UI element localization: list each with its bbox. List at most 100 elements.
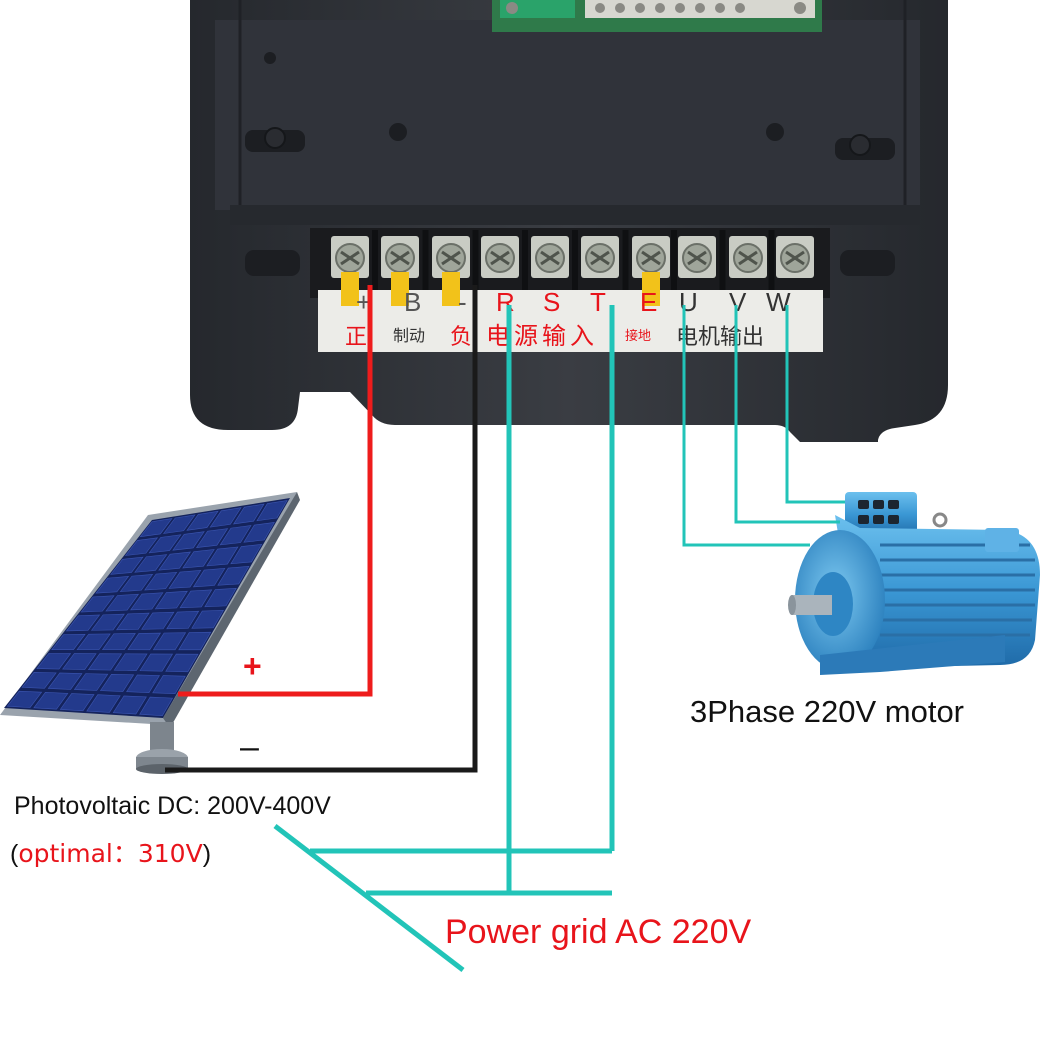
solar-cell (130, 592, 164, 611)
solar-cell (219, 525, 252, 546)
terminal-screws (331, 230, 814, 290)
solar-cell (166, 610, 200, 630)
solar-cell (126, 674, 160, 693)
pv-optimal-label: (optimal：310V) (10, 834, 211, 870)
solar-cell (101, 633, 136, 651)
positive-sign: + (243, 648, 262, 684)
solar-cell (152, 675, 186, 695)
solar-cell (186, 510, 219, 531)
solar-cell (47, 672, 83, 690)
solar-cell (51, 633, 86, 651)
paren-open: ( (10, 840, 19, 868)
terminal-letter-t: T (590, 287, 606, 317)
solar-cell (178, 631, 212, 651)
solar-cell (206, 546, 239, 567)
solar-cell (154, 590, 188, 610)
grid-label: Power grid AC 220V (445, 913, 752, 951)
terminal-letter-plus: + (356, 287, 371, 317)
label-negative-cn: 负 (450, 325, 472, 350)
solar-cell (105, 593, 140, 612)
solar-cell (110, 556, 144, 575)
label-power-input-cn: 电源输入 (486, 322, 598, 350)
solar-cell (62, 653, 97, 670)
solar-cell (36, 653, 72, 670)
solar-cell (217, 565, 250, 586)
yellow-warning-tag (642, 272, 660, 306)
solar-cell (182, 549, 215, 569)
motor-image (788, 492, 1040, 675)
solar-cell (191, 609, 224, 629)
terminal-letters: + B - R S T E U V W (356, 287, 791, 317)
negative-wire (165, 285, 478, 773)
motor-label: 3Phase 220V motor (690, 694, 965, 729)
solar-cell (230, 544, 263, 565)
solar-cell (134, 554, 168, 573)
solar-cell (33, 692, 69, 710)
solar-cell (73, 673, 109, 691)
label-motor-output-cn: 电机输出 (676, 325, 764, 350)
solar-cell (158, 551, 192, 571)
solar-cell (95, 576, 130, 594)
solar-cell (179, 589, 213, 609)
solar-cell (65, 614, 101, 632)
solar-cell (127, 632, 162, 651)
inverter-housing: + B - R S T E U V W 正 制动 负 电源输入 接地 电机输出 (190, 0, 948, 442)
solar-cell (112, 695, 147, 715)
solar-cell (21, 672, 57, 689)
solar-cell (148, 534, 182, 554)
label-brake-cn: 制动 (393, 326, 425, 345)
solar-cell (87, 653, 123, 671)
solar-cell (99, 673, 135, 692)
solar-panel-stand (136, 722, 188, 774)
solar-cell (80, 595, 115, 613)
solar-cell (116, 612, 150, 631)
terminal-letter-v: V (729, 287, 747, 317)
solar-cell (209, 507, 242, 528)
negative-sign: – (240, 728, 259, 766)
solar-cell (165, 653, 199, 673)
yellow-warning-tag (442, 272, 460, 306)
control-board (492, 0, 822, 32)
paren-close: ) (202, 840, 212, 868)
solar-panel (0, 492, 300, 774)
solar-cell (139, 696, 174, 716)
yellow-warning-tag (391, 272, 409, 306)
solar-cell (86, 694, 121, 713)
solar-cell (243, 522, 275, 543)
solar-cell (119, 574, 154, 592)
solar-cell (139, 518, 173, 538)
label-ground-cn: 接地 (625, 328, 651, 344)
solar-cell (195, 528, 229, 548)
solar-cell (90, 613, 125, 631)
yellow-tags (341, 272, 660, 306)
solar-cell (139, 653, 174, 672)
solar-cell (256, 500, 288, 522)
solar-cell (59, 693, 95, 712)
solar-cell (168, 570, 202, 589)
motor-wires (682, 305, 845, 547)
solar-cell (163, 514, 196, 534)
solar-cell (76, 633, 111, 651)
solar-cell (233, 503, 265, 525)
solar-cell (204, 587, 237, 608)
terminal-letter-minus: - (458, 287, 467, 317)
solar-cell (152, 632, 187, 651)
yellow-warning-tag (341, 272, 359, 306)
solar-cell (141, 611, 175, 630)
solar-cell (192, 568, 226, 588)
ac-grid-wires (273, 305, 615, 972)
mounting-boss (245, 52, 895, 276)
pv-voltage-label: Photovoltaic DC: 200V-400V (14, 792, 331, 820)
solar-panel-cells (6, 500, 288, 716)
label-positive-cn: 正 (345, 325, 367, 350)
positive-wire (178, 285, 373, 697)
terminal-letter-u: U (679, 287, 698, 317)
solar-cell (172, 531, 205, 551)
terminal-letter-b: B (404, 287, 421, 317)
terminal-letter-r: R (496, 287, 515, 317)
solar-cell (6, 690, 43, 708)
terminal-letter-s: S (543, 287, 560, 317)
terminal-letter-e: E (640, 287, 657, 317)
solar-cell (124, 537, 159, 556)
